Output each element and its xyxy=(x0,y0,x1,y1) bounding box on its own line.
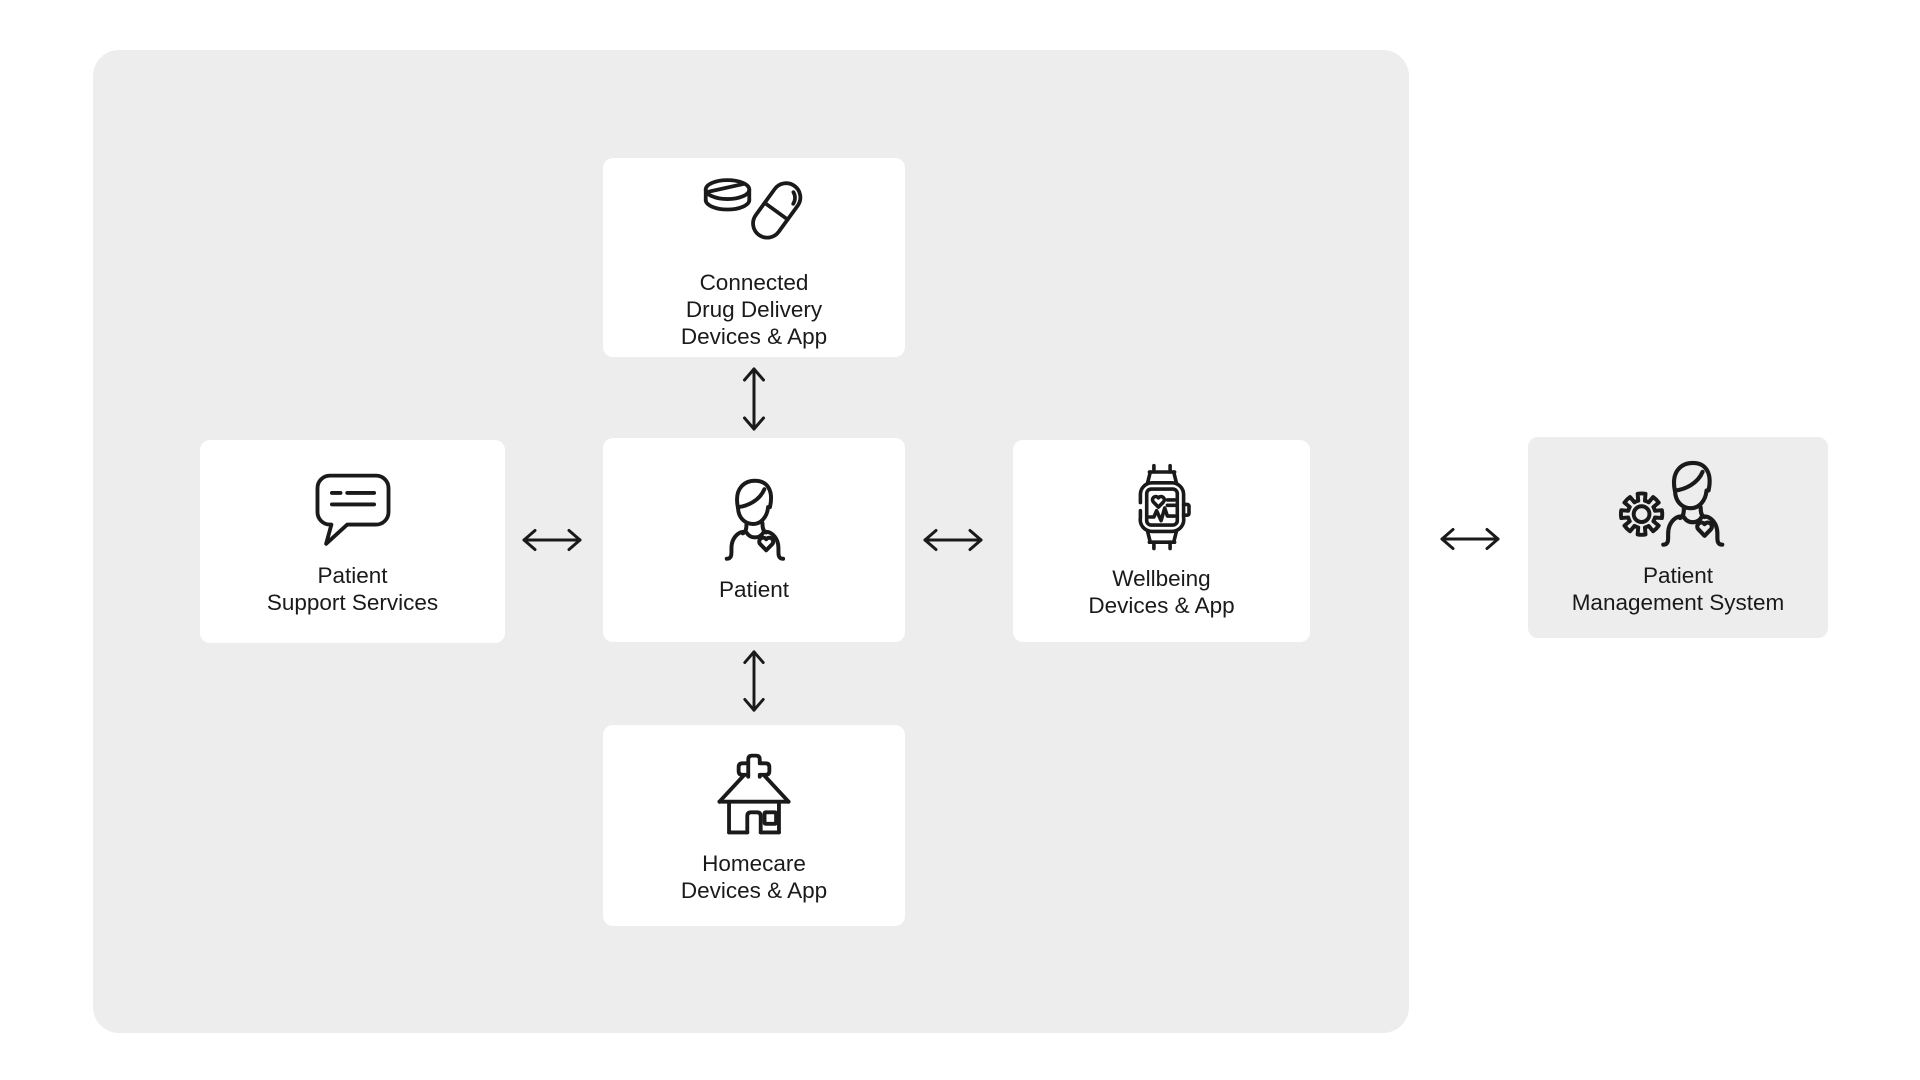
node-patient: Patient xyxy=(603,438,905,642)
bidirectional-arrow-support-patient xyxy=(522,529,582,551)
node-label: Connected Drug Delivery Devices & App xyxy=(681,269,827,350)
node-label-line: Drug Delivery xyxy=(685,296,823,322)
bidirectional-arrow-patient-wellbeing xyxy=(923,529,983,551)
node-label: Patient Support Services xyxy=(267,562,438,616)
node-label-line: Connected xyxy=(699,269,809,295)
smartwatch-icon xyxy=(1137,464,1191,551)
node-label-line: Homecare xyxy=(702,850,806,876)
gear-person-icon xyxy=(1618,459,1741,550)
person-heart-icon xyxy=(707,477,801,563)
node-label-line: Patient xyxy=(1642,563,1714,589)
pill-capsule-icon xyxy=(703,178,803,240)
node-label-line: Devices & App xyxy=(680,323,828,349)
node-label: Homecare Devices & App xyxy=(681,850,827,904)
node-label-line: Patient xyxy=(718,577,790,603)
node-label-line: Devices & App xyxy=(680,877,828,903)
node-label-line: Devices & App xyxy=(1088,592,1235,618)
node-label: Patient xyxy=(719,576,789,603)
medical-house-icon xyxy=(717,754,791,835)
node-label-line: Support Services xyxy=(266,590,439,616)
node-label-line: Wellbeing xyxy=(1112,565,1211,591)
bidirectional-arrow-drugdelivery-patient xyxy=(743,367,765,431)
node-label-line: Management System xyxy=(1571,590,1785,616)
bidirectional-arrow-wellbeing-pms xyxy=(1440,528,1500,550)
node-patient-support-services: Patient Support Services xyxy=(200,440,505,643)
bidirectional-arrow-patient-homecare xyxy=(743,650,765,712)
node-wellbeing-devices-app: Wellbeing Devices & App xyxy=(1013,440,1310,642)
node-patient-management-system: Patient Management System xyxy=(1528,437,1828,638)
node-homecare-devices-app: Homecare Devices & App xyxy=(603,725,905,926)
node-connected-drug-delivery: Connected Drug Delivery Devices & App xyxy=(603,158,905,357)
node-label-line: Patient xyxy=(317,563,388,589)
node-label: Wellbeing Devices & App xyxy=(1088,565,1234,619)
node-label: Patient Management System xyxy=(1572,562,1785,616)
chat-bubble-icon xyxy=(315,473,390,546)
